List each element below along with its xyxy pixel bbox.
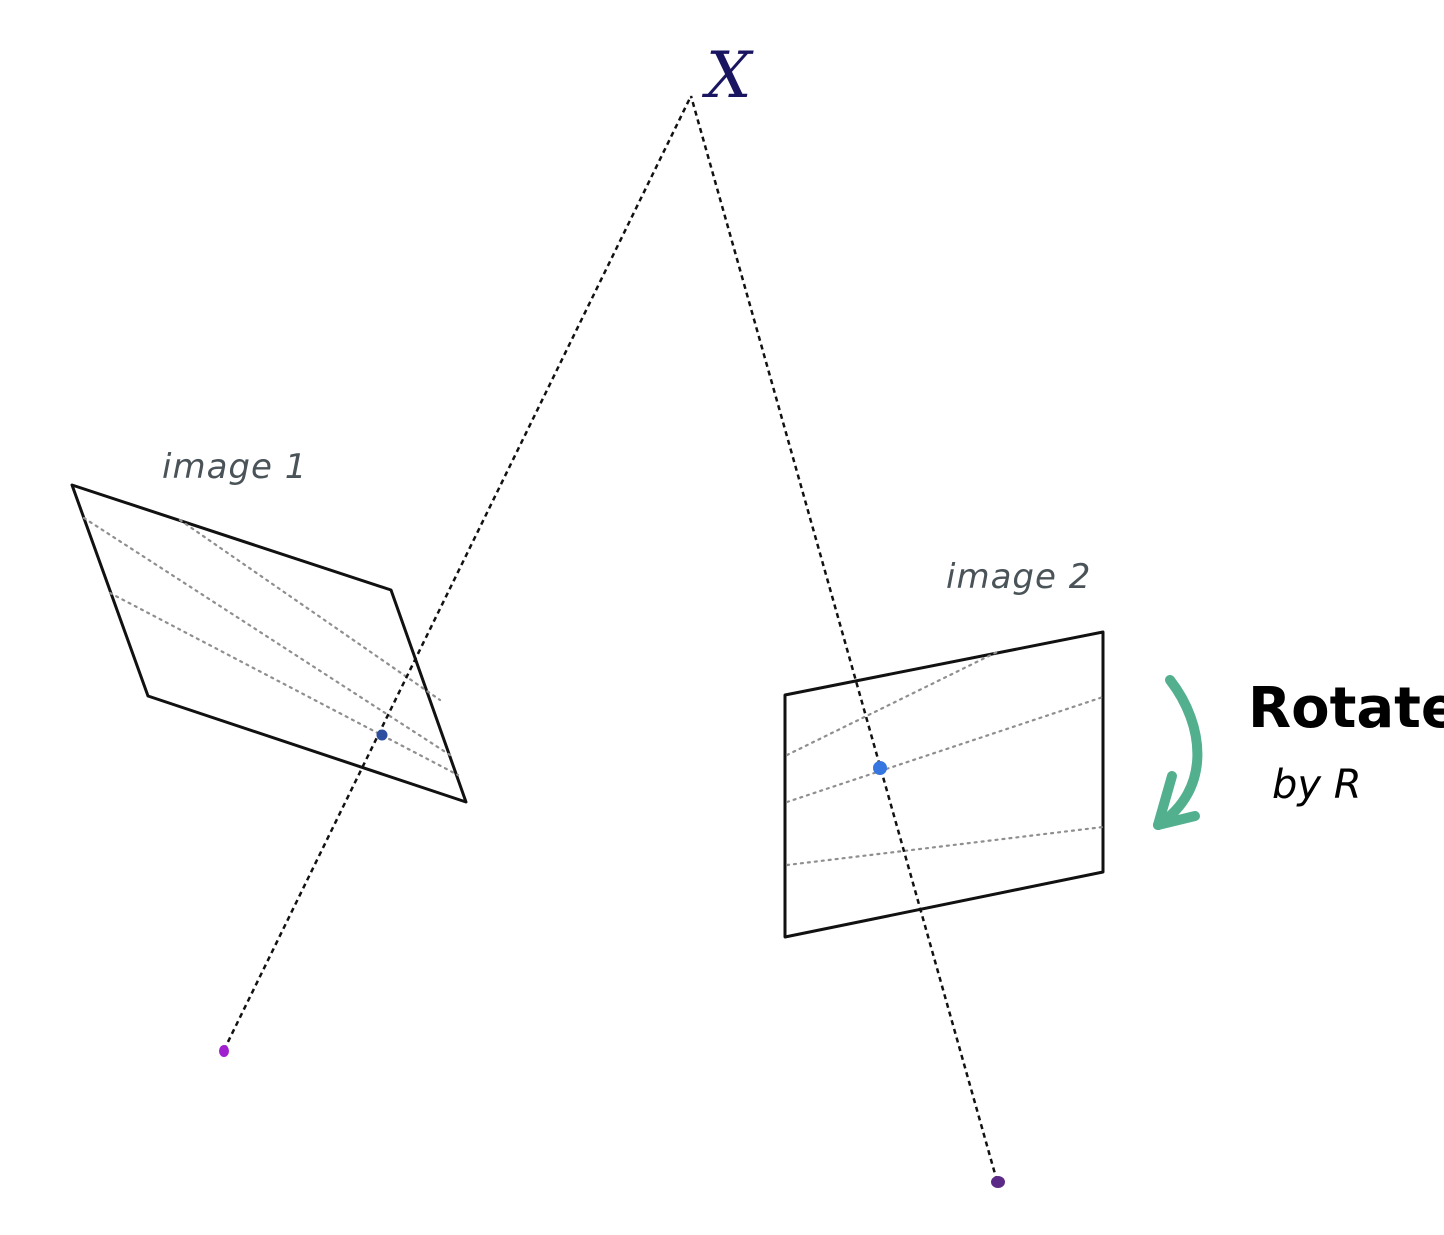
image-plane-1 — [70, 483, 468, 804]
ray-camera-2 — [689, 95, 999, 1182]
image-1-epipolar-line — [108, 591, 460, 777]
ray-camera-1 — [222, 95, 693, 1051]
image-2-epipolar-line — [785, 825, 1105, 867]
image-2-epipolar-line — [785, 650, 999, 757]
image-2-label: image 2 — [946, 557, 1091, 597]
image-1-epipolar-line — [82, 516, 452, 757]
point-x-label: X — [701, 39, 754, 113]
camera-center-1 — [219, 1045, 229, 1057]
projected-point-image-2 — [873, 761, 887, 775]
rotate-arrow-icon — [1153, 675, 1203, 830]
projected-point-image-1 — [376, 729, 388, 741]
image-2-epipolar-line — [785, 695, 1105, 804]
projection-rays — [222, 95, 999, 1182]
image-1-epipolar-line — [178, 518, 442, 702]
image-2-epipolar-lines — [785, 650, 1105, 867]
rotate-label: Rotate — [1248, 676, 1444, 741]
image-1-label: image 1 — [162, 447, 307, 487]
rotate-by-r-label: by R — [1272, 762, 1362, 808]
camera-center-2 — [991, 1176, 1005, 1188]
